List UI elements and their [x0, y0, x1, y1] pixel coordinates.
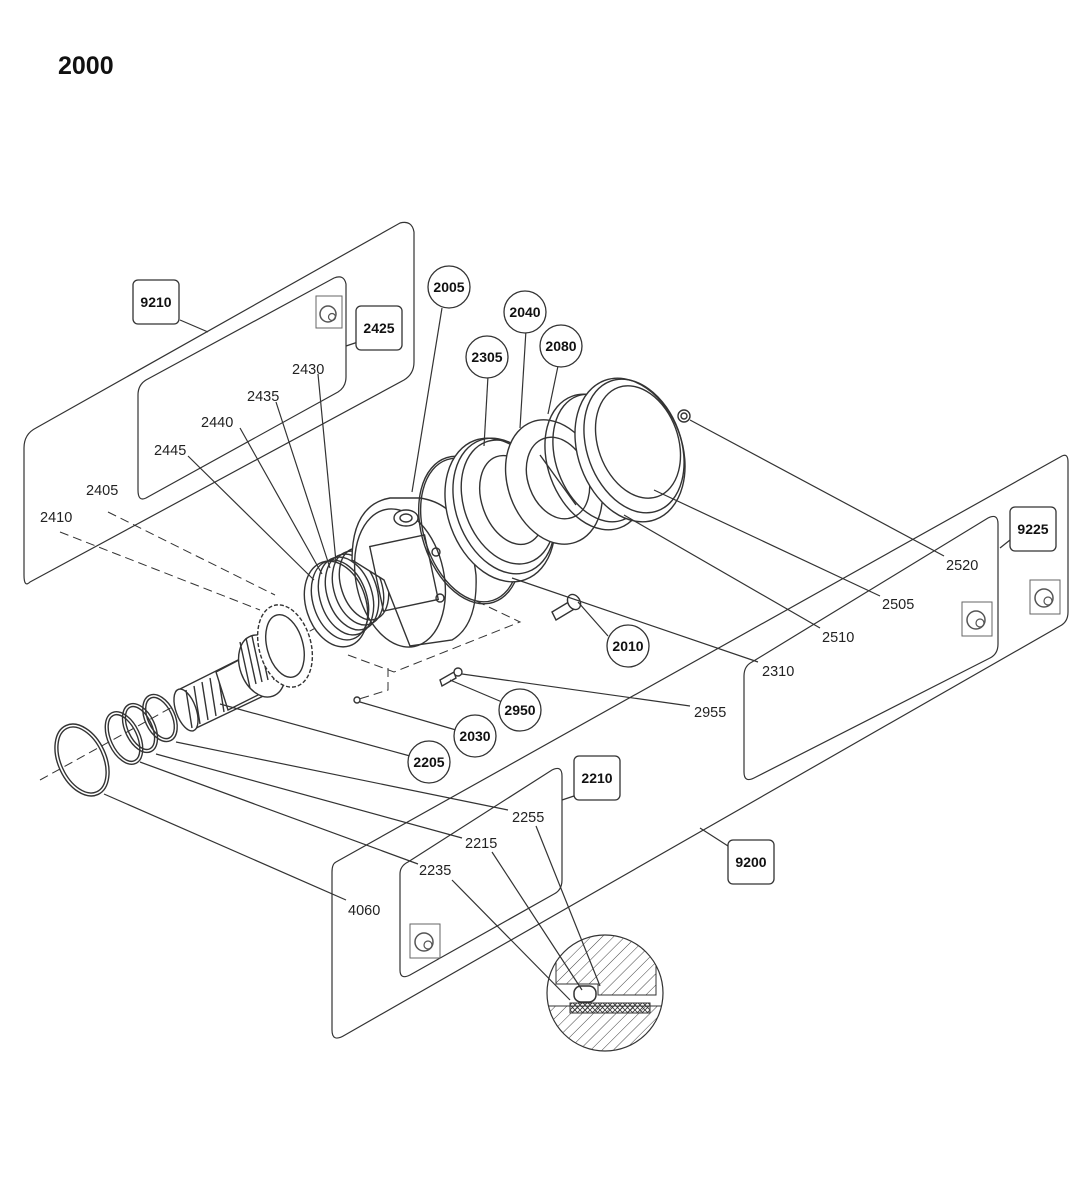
- part-2010-screw: [551, 593, 582, 621]
- callout-2205[interactable]: 2205: [407, 740, 451, 784]
- label-2255: 2255: [512, 810, 544, 826]
- callout-2205-label: 2205: [413, 754, 444, 770]
- callout-2425-label: 2425: [363, 320, 394, 336]
- callout-9210[interactable]: 9210: [132, 279, 180, 325]
- label-4060: 4060: [348, 903, 380, 919]
- label-2505: 2505: [882, 597, 914, 613]
- part-4060-oring: [54, 723, 110, 797]
- callout-2005-label: 2005: [433, 279, 464, 295]
- part-2255-ring: [142, 693, 178, 743]
- callout-2080-label: 2080: [545, 338, 576, 354]
- leader-lines: [103, 307, 1011, 1001]
- label-2430: 2430: [292, 362, 324, 378]
- part-2410-gear: [256, 604, 314, 688]
- callout-2425[interactable]: 2425: [355, 305, 403, 351]
- label-2445: 2445: [154, 443, 186, 459]
- part-2520-plug: [677, 409, 691, 423]
- part-2505-cover: [574, 377, 686, 523]
- part-2205-shaft: [173, 633, 287, 732]
- label-2510: 2510: [822, 630, 854, 646]
- callout-2030-label: 2030: [459, 728, 490, 744]
- callout-2950-label: 2950: [504, 702, 535, 718]
- callout-2030[interactable]: 2030: [453, 714, 497, 758]
- part-2005-housing: [351, 497, 477, 648]
- label-2235: 2235: [419, 863, 451, 879]
- callout-2005[interactable]: 2005: [427, 265, 471, 309]
- detail-magnifier: [546, 934, 664, 1052]
- manual-icon: [966, 610, 986, 630]
- part-2235-ring: [104, 711, 144, 765]
- axis-line: [39, 511, 522, 781]
- manual-icon: [319, 305, 337, 323]
- page-title: 2000: [58, 52, 114, 80]
- callout-2210-label: 2210: [581, 770, 612, 786]
- callout-9200-label: 9200: [735, 854, 766, 870]
- callout-9225[interactable]: 9225: [1009, 506, 1057, 552]
- label-2310: 2310: [762, 664, 794, 680]
- label-2405: 2405: [86, 483, 118, 499]
- callout-2040[interactable]: 2040: [503, 290, 547, 334]
- callout-2950[interactable]: 2950: [498, 688, 542, 732]
- callout-9210-label: 9210: [140, 294, 171, 310]
- callout-2305[interactable]: 2305: [465, 335, 509, 379]
- callout-2305-label: 2305: [471, 349, 502, 365]
- label-2410: 2410: [40, 510, 72, 526]
- label-2435: 2435: [247, 389, 279, 405]
- label-2440: 2440: [201, 415, 233, 431]
- label-2955: 2955: [694, 705, 726, 721]
- callout-9225-label: 9225: [1017, 521, 1048, 537]
- part-2215-ring: [121, 702, 159, 754]
- label-2215: 2215: [465, 836, 497, 852]
- label-2520: 2520: [946, 558, 978, 574]
- panel-9210: [23, 221, 415, 585]
- callout-2080[interactable]: 2080: [539, 324, 583, 368]
- manual-icon: [1034, 588, 1054, 608]
- callout-2210[interactable]: 2210: [573, 755, 621, 801]
- callout-9200[interactable]: 9200: [727, 839, 775, 885]
- manual-icon: [414, 932, 434, 952]
- panel-9225: [331, 454, 1069, 1039]
- part-2950-plug: [439, 667, 463, 688]
- callout-2010[interactable]: 2010: [606, 624, 650, 668]
- callout-2040-label: 2040: [509, 304, 540, 320]
- callout-2010-label: 2010: [612, 638, 643, 654]
- part-2030-ball: [353, 696, 361, 704]
